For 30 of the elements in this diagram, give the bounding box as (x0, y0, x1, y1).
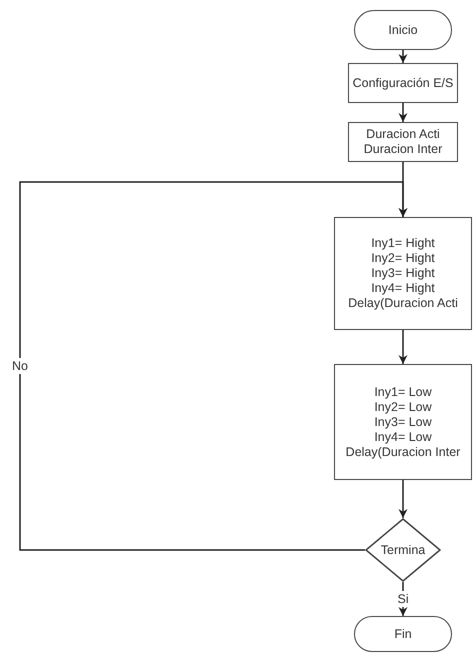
process-box (334, 364, 472, 480)
arrow (398, 480, 408, 518)
node-text: Delay(Duracion Acti (348, 296, 458, 311)
node-text: Inicio (388, 22, 418, 38)
node-text: Duracion Inter (364, 142, 442, 157)
node-text: Termina (380, 542, 426, 558)
process-box (334, 217, 472, 330)
node-text: Iny1= Hight (371, 236, 435, 251)
node-text: Duracion Acti (366, 127, 440, 142)
arrow (398, 50, 408, 63)
node-text: Iny2= Low (374, 400, 432, 414)
decision-diamond (365, 518, 441, 582)
edge-label: No (11, 358, 29, 374)
process-box (348, 122, 458, 162)
node-text: Iny2= Hight (371, 251, 435, 266)
arrow (398, 330, 408, 364)
arrow (398, 103, 408, 122)
node-text: Iny4= Low (374, 430, 432, 444)
terminal-shape (354, 616, 452, 652)
node-text: Iny3= Hight (371, 266, 435, 281)
node-text: Iny3= Low (374, 414, 432, 430)
node-text: Fin (394, 626, 412, 642)
terminal-shape (354, 10, 452, 50)
node-text: Delay(Duracion Inter (346, 444, 460, 460)
arrow (19, 181, 408, 551)
node-text: Iny1= Low (374, 384, 432, 400)
node-text: Iny4= Hight (371, 281, 435, 296)
process-box (348, 63, 458, 103)
edge-label: Si (396, 591, 410, 607)
node-text: Configuración E/S (352, 76, 454, 90)
